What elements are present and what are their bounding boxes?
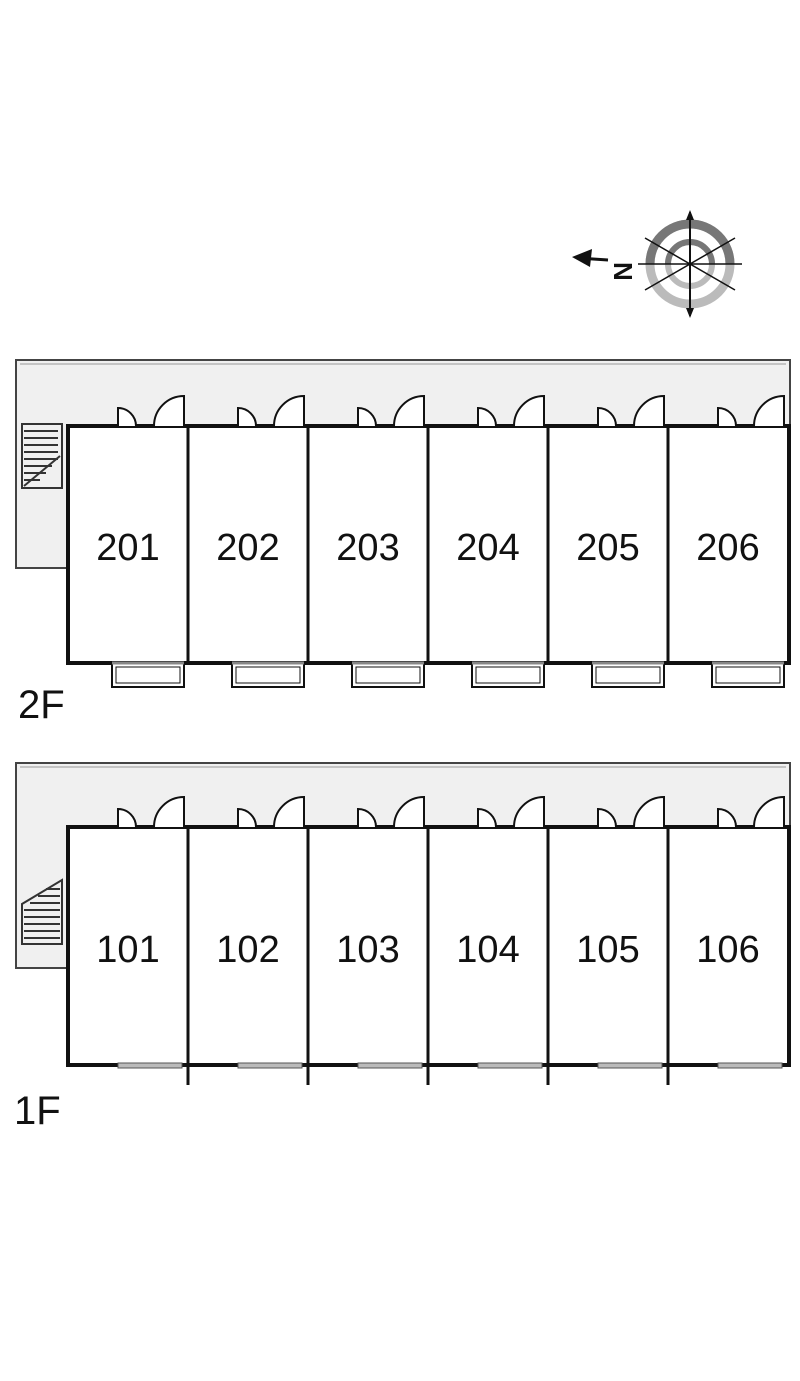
balcony-rail	[115, 666, 181, 684]
unit-label: 101	[96, 929, 159, 971]
unit-labels-2f: 201 202 203 204 205 206	[96, 527, 759, 569]
staircase-icon	[21, 423, 63, 489]
window-sash	[357, 1062, 423, 1069]
door-swing-icon	[753, 394, 785, 427]
door-swing-icon	[273, 795, 305, 828]
unit-labels-1f: 101 102 103 104 105 106	[96, 929, 759, 971]
door-swing-icon	[393, 394, 425, 427]
door-swing-icon	[477, 406, 497, 427]
door-swing-icon	[477, 807, 497, 828]
doors-2f	[117, 394, 785, 427]
unit-label: 203	[336, 527, 399, 569]
floor-label-1f: 1F	[14, 1089, 61, 1133]
window-sash	[597, 1062, 663, 1069]
unit-label: 102	[216, 929, 279, 971]
floor-2f: 201 202 203 204 205 206 2F	[15, 359, 791, 727]
door-swing-icon	[717, 406, 737, 427]
balcony-rail	[595, 666, 661, 684]
door-swing-icon	[357, 807, 377, 828]
balcony-rail	[355, 666, 421, 684]
door-swing-icon	[597, 807, 617, 828]
balconies-2f	[111, 661, 785, 688]
balcony-rail	[475, 666, 541, 684]
door-swing-icon	[633, 795, 665, 828]
floor-1f: 101 102 103 104 105 106 1F	[14, 762, 791, 1133]
north-arrow: N	[572, 249, 638, 281]
floor-label-2f: 2F	[18, 683, 65, 727]
door-swing-icon	[633, 394, 665, 427]
compass-rose-icon	[638, 210, 742, 318]
door-swing-icon	[597, 406, 617, 427]
unit-label: 206	[696, 527, 759, 569]
door-swing-icon	[357, 406, 377, 427]
unit-label: 202	[216, 527, 279, 569]
unit-label: 205	[576, 527, 639, 569]
north-letter: N	[608, 262, 638, 281]
unit-label: 105	[576, 929, 639, 971]
door-swing-icon	[153, 795, 185, 828]
door-swing-icon	[273, 394, 305, 427]
unit-label: 103	[336, 929, 399, 971]
unit-label: 204	[456, 527, 519, 569]
window-sash	[237, 1062, 303, 1069]
window-sash	[477, 1062, 543, 1069]
door-swing-icon	[117, 406, 137, 427]
doors-1f	[117, 795, 785, 828]
door-swing-icon	[117, 807, 137, 828]
door-swing-icon	[237, 406, 257, 427]
door-swing-icon	[153, 394, 185, 427]
balcony-rail	[715, 666, 781, 684]
unit-label: 201	[96, 527, 159, 569]
unit-label: 104	[456, 929, 519, 971]
door-swing-icon	[513, 394, 545, 427]
door-swing-icon	[393, 795, 425, 828]
balcony-rail	[235, 666, 301, 684]
unit-label: 106	[696, 929, 759, 971]
window-sash	[117, 1062, 183, 1069]
windows-1f	[117, 1062, 783, 1069]
door-swing-icon	[237, 807, 257, 828]
door-swing-icon	[753, 795, 785, 828]
window-sash	[717, 1062, 783, 1069]
staircase-icon	[21, 878, 63, 945]
door-swing-icon	[513, 795, 545, 828]
door-swing-icon	[717, 807, 737, 828]
